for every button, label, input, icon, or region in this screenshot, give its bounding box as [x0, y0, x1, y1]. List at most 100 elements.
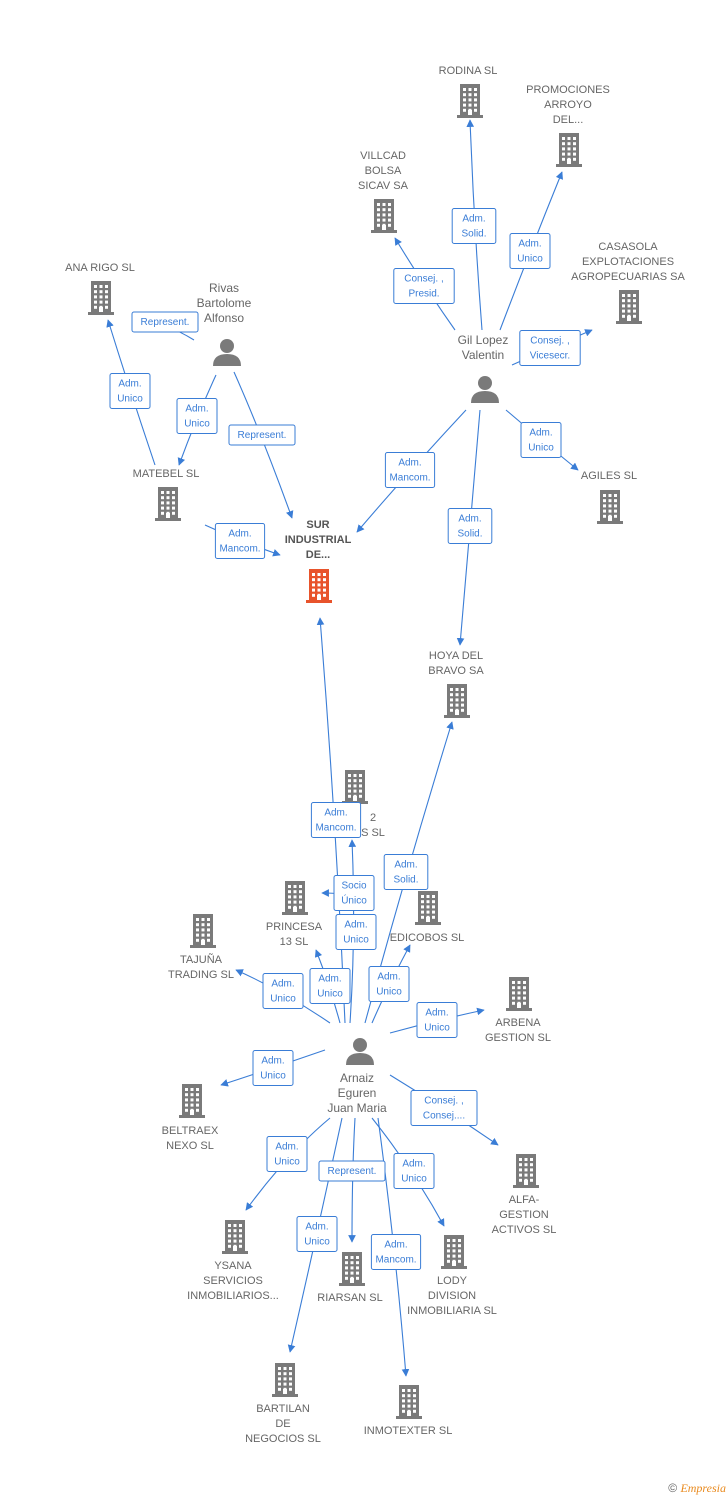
edge-label-gil-rodina[interactable]: Adm. Solid.	[451, 208, 497, 244]
edge-label-text: Adm.	[398, 458, 421, 469]
edge-label-arnaiz-edicobos[interactable]: Adm.Unico	[368, 966, 410, 1002]
edge-label-text: Unico	[528, 443, 554, 454]
node-label: AGROPECUARIAS SA	[571, 271, 685, 283]
node-label: Juan Maria	[327, 1101, 387, 1115]
node-agiles[interactable]: AGILES SL	[581, 470, 637, 524]
edge-label-text: Adm.	[118, 379, 141, 390]
edge-label-text: Adm.	[228, 529, 251, 540]
edge-label-arnaiz-beltraex[interactable]: Adm.Unico	[252, 1050, 294, 1086]
node-label: TAJUÑA	[180, 953, 223, 966]
edge-label-matebel-anarigo[interactable]: Adm.Unico	[109, 373, 151, 409]
node-label: CASASOLA	[598, 241, 658, 253]
edge-label-arnaiz-ysana[interactable]: Adm.Unico	[266, 1136, 308, 1172]
edge-label-text: Adm.	[462, 214, 485, 225]
edge-label-text: Adm.	[344, 920, 367, 931]
edge-label-box	[393, 268, 455, 304]
edge-label-arnaiz-princesa[interactable]: Adm.Unico	[309, 968, 351, 1004]
edge-label-arnaiz-arbena[interactable]: Adm.Unico	[416, 1002, 458, 1038]
edge-label-arnaiz-c2[interactable]: Adm.Unico	[335, 914, 377, 950]
node-label: INMOBILIARIOS...	[187, 1290, 279, 1302]
edge-label-rivas-sur[interactable]: Represent.	[228, 424, 296, 446]
node-ysana[interactable]: YSANASERVICIOSINMOBILIARIOS...	[187, 1220, 279, 1302]
edge-label-box	[368, 966, 410, 1002]
edge-label-text: Adm.	[185, 404, 208, 415]
edge-label-arnaiz-bartilan[interactable]: Adm.Unico	[296, 1216, 338, 1252]
edge-label-text: Consej. ,	[404, 274, 443, 285]
node-label: Rivas	[209, 281, 239, 295]
node-edicobos[interactable]: EDICOBOS SL	[390, 891, 465, 944]
edge-label-box	[335, 914, 377, 950]
node-label: INDUSTRIAL	[285, 534, 352, 546]
brand-logo-text: Empresia	[680, 1481, 726, 1495]
edge-label-gil-hoya[interactable]: Adm.Solid.	[447, 508, 493, 544]
node-sur[interactable]: SURINDUSTRIALDE...	[285, 519, 352, 603]
node-anarigo[interactable]: ANA RIGO SL	[65, 262, 135, 315]
edge-label-gil-villcad[interactable]: Consej. , Presid.	[393, 268, 455, 304]
node-label: SUR	[306, 519, 329, 531]
edge-label-arnaiz-inmotexter[interactable]: Adm.Mancom.	[370, 1234, 422, 1270]
edge-label-gil-sur[interactable]: Adm.Mancom.	[384, 452, 436, 488]
edge-label-box	[262, 973, 304, 1009]
edge-label-arnaiz-tajuna[interactable]: Adm.Unico	[262, 973, 304, 1009]
edge-label-text: Adm.	[384, 1240, 407, 1251]
edge-label-gil-agiles[interactable]: Adm.Unico	[520, 422, 562, 458]
edge-label-gil-promociones[interactable]: Adm.Unico	[509, 233, 551, 269]
building-icon	[457, 84, 483, 118]
edge-label-matebel-sur[interactable]: Adm.Mancom.	[214, 523, 266, 559]
edge-label-text: Adm.	[458, 514, 481, 525]
edge-label-gil-casasola[interactable]: Consej. ,Vicesecr.	[519, 330, 581, 366]
copyright-symbol: ©	[668, 1481, 678, 1495]
node-matebel[interactable]: MATEBEL SL	[133, 468, 200, 521]
node-label: Eguren	[338, 1086, 377, 1100]
edge-label-text: Unico	[274, 1157, 300, 1168]
edge-label-text: Adm.	[518, 239, 541, 250]
node-c2[interactable]: 2S SL	[342, 770, 385, 839]
building-icon	[371, 199, 397, 233]
person-icon	[213, 339, 241, 366]
edge-label-rivas-matebel[interactable]: Adm.Unico	[176, 398, 218, 434]
edge-label-arnaiz-sur[interactable]: Adm.Mancom.	[310, 802, 362, 838]
edge-label-arnaiz-riarsan[interactable]: Represent.	[318, 1160, 386, 1182]
footer-brand[interactable]: © Empresia	[668, 1481, 726, 1496]
edge-label-text: Adm.	[261, 1056, 284, 1067]
edge-label-arnaiz-hoya[interactable]: Adm.Solid.	[383, 854, 429, 890]
building-icon	[444, 684, 470, 718]
node-rodina[interactable]: RODINA SL	[439, 65, 498, 118]
edge-label-text: Presid.	[408, 289, 439, 300]
node-label: EDICOBOS SL	[390, 932, 465, 944]
edge-label-arnaiz-lody[interactable]: Adm.Unico	[393, 1153, 435, 1189]
edge-label-box	[266, 1136, 308, 1172]
edge-label-rivas-anarigo[interactable]: Represent.	[131, 311, 199, 333]
node-promociones[interactable]: PROMOCIONESARROYODEL...	[526, 84, 610, 167]
building-icon	[339, 1252, 365, 1286]
edge-label-box	[310, 802, 362, 838]
node-label: Alfonso	[204, 311, 244, 325]
building-icon	[415, 891, 441, 925]
node-riarsan[interactable]: RIARSAN SL	[317, 1252, 383, 1304]
edge-label-arnaiz-alfa[interactable]: Consej. ,Consej....	[410, 1090, 478, 1126]
edge-label-box	[176, 398, 218, 434]
edge-label-box	[228, 424, 296, 446]
edge-label-text: Unico	[270, 994, 296, 1005]
node-inmotexter[interactable]: INMOTEXTER SL	[364, 1385, 453, 1437]
node-label: Valentin	[462, 348, 504, 362]
node-label: HOYA DEL	[429, 650, 483, 662]
edge-label-text: Solid.	[461, 229, 486, 240]
building-icon	[272, 1363, 298, 1397]
building-icon	[282, 881, 308, 915]
